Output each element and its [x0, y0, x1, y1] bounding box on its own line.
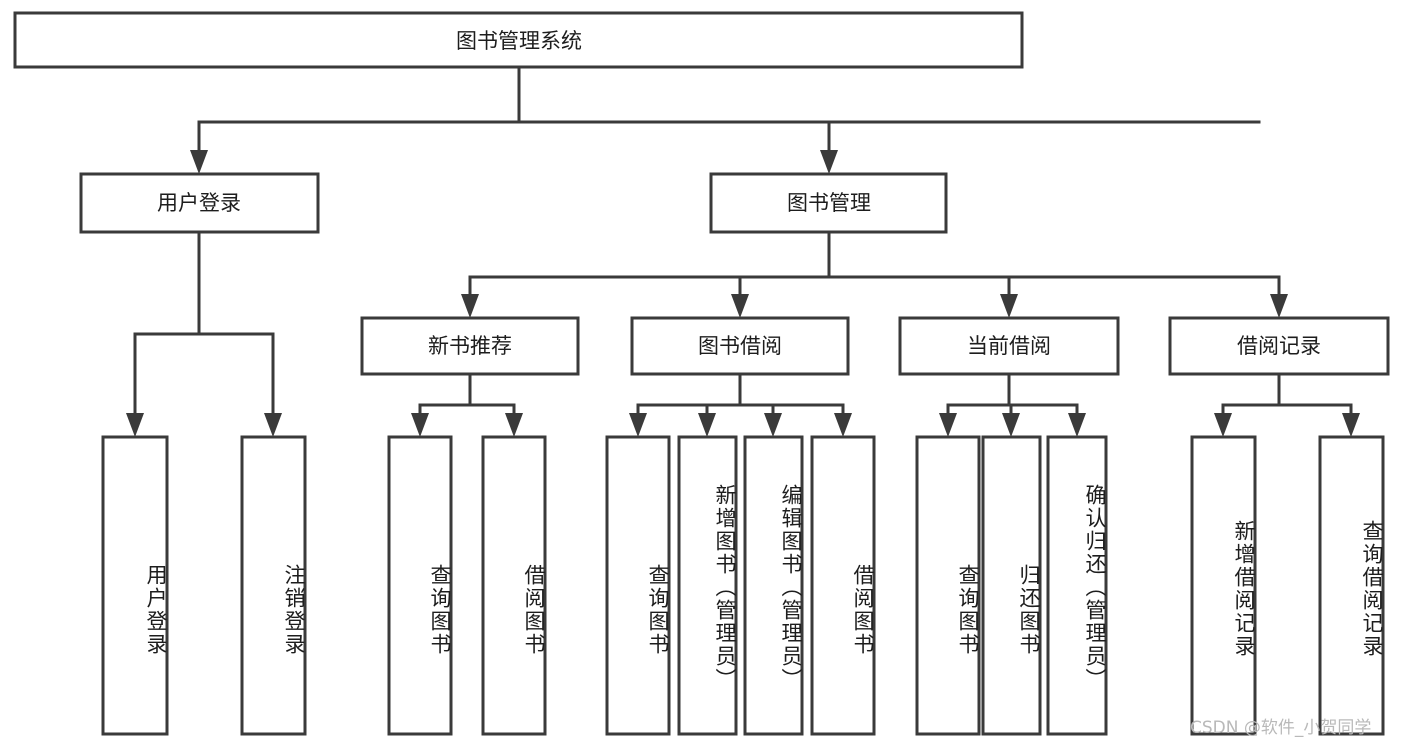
leaf-box-add-book-admin — [677, 435, 738, 736]
leaf-box-user-login — [101, 435, 169, 736]
node-root-system[interactable]: 图书管理系统 — [13, 11, 1024, 69]
node-current-borrow-label: 当前借阅 — [967, 334, 1051, 358]
connector-new-book-to-leaves — [411, 372, 523, 437]
leaf-box-query-book-2 — [605, 435, 671, 736]
arrow-head-icon — [820, 150, 838, 174]
arrow-head-icon — [126, 413, 144, 437]
arrow-head-icon — [461, 294, 479, 318]
connector-borrow-record-to-leaves — [1214, 372, 1360, 437]
leaf-box-return-book — [981, 435, 1042, 736]
node-user-login-label: 用户登录 — [157, 191, 241, 215]
leaf-box-confirm-return — [1046, 435, 1108, 736]
arrow-head-icon — [1214, 413, 1232, 437]
arrow-head-icon — [939, 413, 957, 437]
leaf-box-query-record — [1318, 435, 1385, 736]
arrow-head-icon — [834, 413, 852, 437]
arrow-head-icon — [731, 294, 749, 318]
connector-user-login-to-leaves — [126, 230, 282, 437]
arrow-head-icon — [190, 150, 208, 174]
node-new-book-recommend[interactable]: 新书推荐 — [360, 316, 580, 376]
node-book-management-label: 图书管理 — [787, 191, 871, 215]
arrow-head-icon — [1068, 413, 1086, 437]
leaf-boxes — [101, 435, 1385, 736]
node-borrow-record-label: 借阅记录 — [1237, 334, 1321, 358]
arrow-head-icon — [1002, 413, 1020, 437]
leaf-box-edit-book-admin — [743, 435, 804, 736]
node-new-book-recommend-label: 新书推荐 — [428, 334, 512, 358]
leaf-box-logout — [240, 435, 307, 736]
node-root-label: 图书管理系统 — [456, 29, 582, 53]
connector-current-borrow-to-leaves — [939, 372, 1086, 437]
node-borrow-record[interactable]: 借阅记录 — [1168, 316, 1390, 376]
connector-book-mgmt-to-level3 — [461, 230, 1288, 318]
leaf-box-query-book-1 — [387, 435, 453, 736]
arrow-head-icon — [1342, 413, 1360, 437]
arrow-head-icon — [1270, 294, 1288, 318]
arrow-head-icon — [505, 413, 523, 437]
arrow-head-icon — [264, 413, 282, 437]
leaf-box-borrow-book-2 — [810, 435, 876, 736]
node-current-borrow[interactable]: 当前借阅 — [898, 316, 1120, 376]
node-book-borrow[interactable]: 图书借阅 — [630, 316, 850, 376]
arrow-head-icon — [629, 413, 647, 437]
node-user-login[interactable]: 用户登录 — [79, 172, 320, 234]
leaf-box-add-record — [1190, 435, 1257, 736]
node-book-management[interactable]: 图书管理 — [709, 172, 948, 234]
arrow-head-icon — [1000, 294, 1018, 318]
connector-root-to-level2 — [190, 65, 1261, 174]
leaf-box-query-book-3 — [915, 435, 981, 736]
connector-borrow-to-leaves — [629, 372, 852, 437]
arrow-head-icon — [764, 413, 782, 437]
arrow-head-icon — [411, 413, 429, 437]
node-book-borrow-label: 图书借阅 — [698, 334, 782, 358]
csdn-watermark: CSDN @软件_小贺同学 — [1190, 718, 1372, 738]
arrow-head-icon — [698, 413, 716, 437]
leaf-box-borrow-book-1 — [481, 435, 547, 736]
